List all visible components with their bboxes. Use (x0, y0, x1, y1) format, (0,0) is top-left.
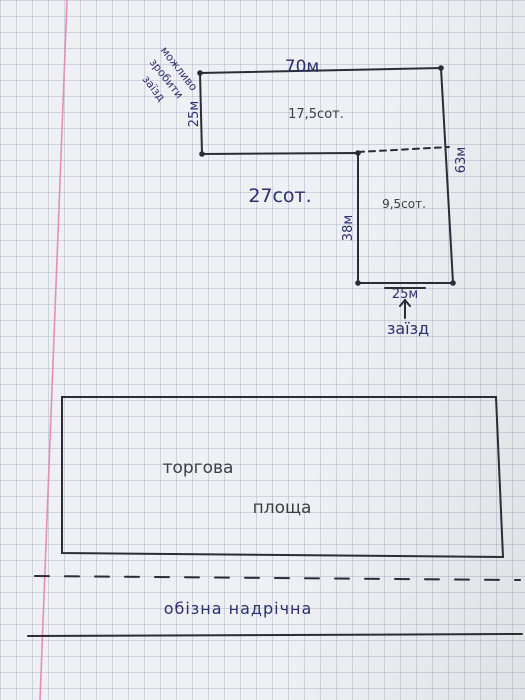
dim-top-label: 70м (285, 57, 319, 77)
area-top-label: 17,5сот. (288, 107, 344, 122)
market-label-word1: торгова (163, 458, 234, 478)
dim-bottom-label: 25м (392, 287, 418, 302)
road-label: обізна надрічна (164, 599, 313, 618)
area-total-label: 27сот. (248, 185, 311, 207)
road-dashed-line (34, 575, 521, 581)
corner-dot (197, 70, 203, 76)
dim-left-label: 25м (187, 101, 202, 127)
plot-split-line (357, 146, 450, 153)
market-area-outline (61, 396, 505, 559)
corner-dot (199, 151, 205, 157)
margin-line (39, 0, 68, 700)
dim-middle-label: 38м (341, 215, 356, 241)
corner-dot (355, 280, 361, 286)
road-solid-line (27, 633, 523, 637)
corner-dot (355, 150, 361, 156)
plot-outline (199, 66, 455, 284)
area-bottom-label: 9,5сот. (382, 197, 426, 211)
corner-dot (438, 65, 444, 71)
market-label-word2: площа (253, 498, 312, 518)
entrance-label: заїзд (387, 319, 429, 338)
dim-right-label: 63м (454, 147, 469, 173)
corner-dot (450, 280, 456, 286)
entrance-arrow-icon (399, 298, 411, 319)
